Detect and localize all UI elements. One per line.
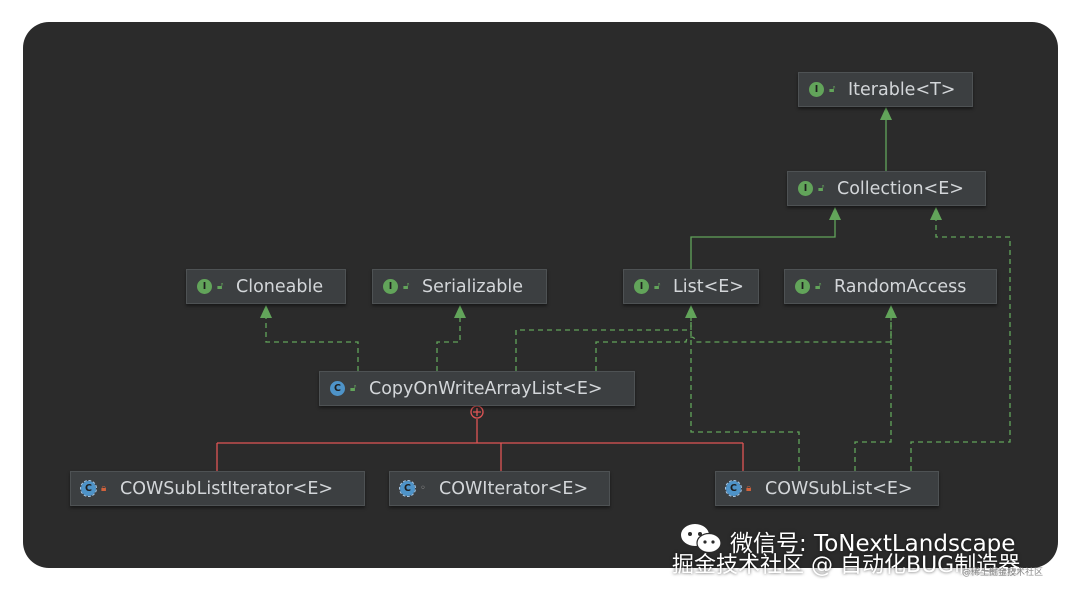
arrowhead-list bbox=[685, 305, 697, 318]
node-label: COWSubListIterator<E> bbox=[120, 478, 334, 499]
interface-icon: I bbox=[634, 279, 649, 294]
edge-cowarraylist-implements-serializable bbox=[436, 318, 461, 371]
edge-cowarraylist-implements-cloneable bbox=[265, 318, 359, 371]
node-serializable[interactable]: I 🔓︎ Serializable bbox=[372, 269, 547, 304]
public-visibility-icon: 🔓︎ bbox=[350, 382, 357, 394]
edge-cowsublist-implements-collection bbox=[910, 220, 1011, 471]
node-label: Collection<E> bbox=[837, 178, 964, 199]
interface-icon: I bbox=[809, 82, 824, 97]
public-visibility-icon: 🔓︎ bbox=[818, 182, 825, 194]
edge-cowarraylist-implements-randomaccess bbox=[595, 318, 892, 371]
node-label: COWSubList<E> bbox=[765, 478, 913, 499]
node-cowsublistiterator[interactable]: C 🔒︎ COWSubListIterator<E> bbox=[70, 471, 365, 506]
node-label: COWIterator<E> bbox=[439, 478, 589, 499]
package-visibility-icon: ◦ bbox=[420, 482, 426, 494]
node-label: CopyOnWriteArrayList<E> bbox=[369, 378, 603, 399]
node-label: RandomAccess bbox=[834, 276, 967, 297]
node-collection[interactable]: I 🔓︎ Collection<E> bbox=[787, 171, 986, 206]
arrowhead-collection-from-list bbox=[829, 207, 841, 220]
node-cowsublist[interactable]: C 🔒︎ COWSubList<E> bbox=[715, 471, 939, 506]
node-label: Cloneable bbox=[236, 276, 324, 297]
edge-cowarraylist-implements-list bbox=[515, 318, 692, 371]
arrowhead-cloneable bbox=[260, 305, 272, 318]
node-label: Serializable bbox=[422, 276, 524, 297]
public-visibility-icon: 🔓︎ bbox=[403, 280, 410, 292]
edge-cowsublist-implements-list bbox=[690, 318, 800, 471]
arrowhead-iterable bbox=[880, 107, 892, 120]
interface-icon: I bbox=[795, 279, 810, 294]
lock-icon: 🔒︎ bbox=[101, 482, 107, 494]
arrowhead-serializable bbox=[454, 305, 466, 318]
edge-cowsublist-implements-randomaccess bbox=[854, 318, 892, 471]
inner-class-icon: C bbox=[725, 480, 742, 497]
public-visibility-icon: 🔓︎ bbox=[815, 280, 822, 292]
inner-class-marker-plus bbox=[473, 408, 481, 416]
public-visibility-icon: 🔓︎ bbox=[654, 280, 661, 292]
interface-icon: I bbox=[197, 279, 212, 294]
node-cowiterator[interactable]: C ◦ COWIterator<E> bbox=[389, 471, 610, 506]
node-list[interactable]: I 🔓︎ List<E> bbox=[623, 269, 759, 304]
node-label: Iterable<T> bbox=[848, 79, 956, 100]
node-cloneable[interactable]: I 🔓︎ Cloneable bbox=[186, 269, 346, 304]
interface-icon: I bbox=[383, 279, 398, 294]
class-icon: C bbox=[330, 381, 345, 396]
node-iterable[interactable]: I 🔓︎ Iterable<T> bbox=[798, 72, 973, 107]
inner-class-icon: C bbox=[399, 480, 416, 497]
node-randomaccess[interactable]: I 🔓︎ RandomAccess bbox=[784, 269, 997, 304]
edge-list-extends-collection bbox=[690, 220, 836, 269]
public-visibility-icon: 🔓︎ bbox=[217, 280, 224, 292]
interface-icon: I bbox=[798, 181, 813, 196]
arrowhead-collection-from-cowsublist bbox=[930, 207, 942, 220]
inner-class-icon: C bbox=[80, 480, 97, 497]
public-visibility-icon: 🔓︎ bbox=[829, 83, 836, 95]
node-label: List<E> bbox=[673, 276, 744, 297]
lock-icon: 🔒︎ bbox=[746, 482, 752, 494]
node-copyonwritearraylist[interactable]: C 🔓︎ CopyOnWriteArrayList<E> bbox=[319, 371, 635, 406]
arrowhead-randomaccess bbox=[885, 305, 897, 318]
